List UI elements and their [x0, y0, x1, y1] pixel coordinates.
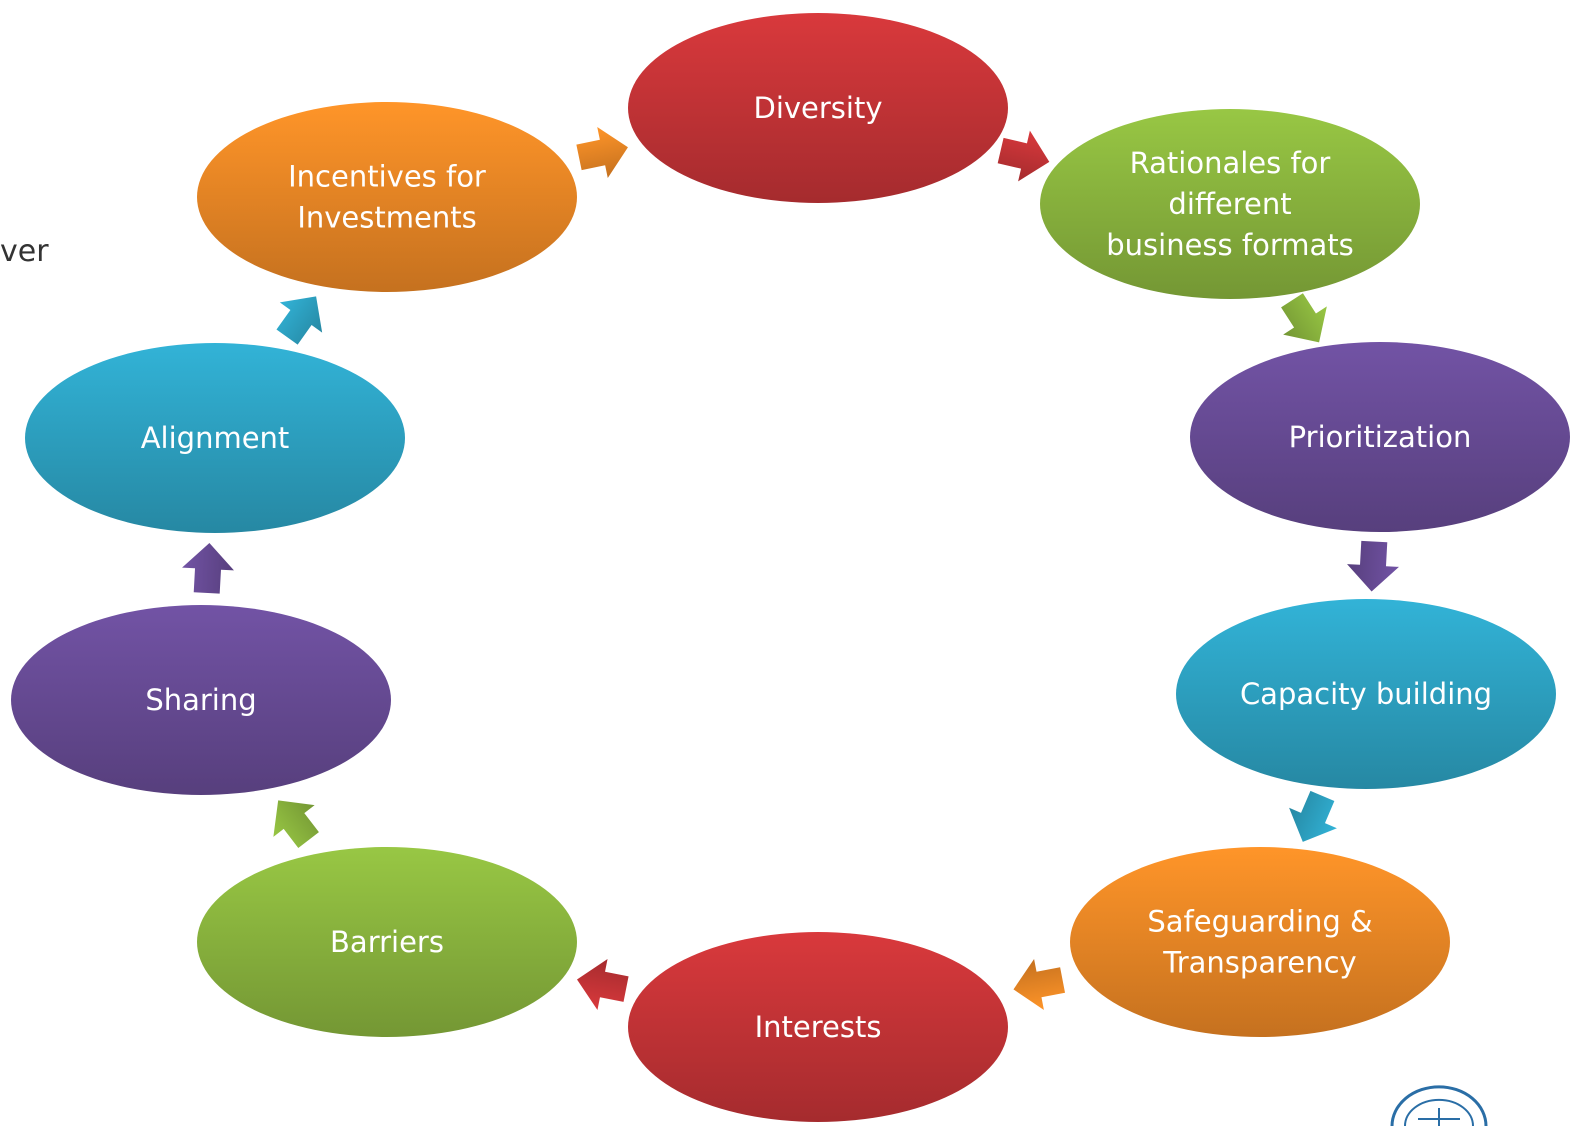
arrow-diversity-to-rationales	[997, 130, 1050, 182]
node-diversity-label: Diversity	[753, 91, 882, 125]
node-incentives-label: Incentives for	[288, 160, 486, 194]
arrow-capacity-building-to-safeguarding	[1289, 790, 1337, 842]
node-capacity-building-label: Capacity building	[1240, 677, 1492, 711]
node-capacity-building-ellipse	[1176, 599, 1556, 789]
arrow-prioritization-to-capacity-building	[1347, 540, 1399, 592]
node-prioritization-ellipse	[1190, 342, 1570, 532]
node-rationales-label: Rationales for	[1130, 146, 1331, 180]
logo-icon	[1390, 1085, 1488, 1126]
node-sharing-ellipse	[11, 605, 391, 795]
node-rationales-label: different	[1168, 187, 1291, 221]
node-interests-label: Interests	[755, 1010, 882, 1044]
arrow-incentives-to-diversity	[576, 127, 628, 178]
node-prioritization: Prioritization	[1190, 342, 1570, 532]
side-text-fragment: ver	[0, 234, 49, 269]
node-safeguarding-label: Safeguarding &	[1147, 905, 1372, 939]
node-capacity-building: Capacity building	[1176, 599, 1556, 789]
arrow-alignment-to-incentives	[276, 296, 323, 345]
node-sharing: Sharing	[11, 605, 391, 795]
node-barriers: Barriers	[197, 847, 577, 1037]
node-barriers-label: Barriers	[330, 925, 444, 959]
node-alignment-ellipse	[25, 343, 405, 533]
node-barriers-ellipse	[197, 847, 577, 1037]
node-prioritization-label: Prioritization	[1289, 420, 1472, 454]
node-alignment-label: Alignment	[141, 421, 290, 455]
node-alignment: Alignment	[25, 343, 405, 533]
arrow-interests-to-barriers	[576, 958, 629, 1011]
node-safeguarding-ellipse	[1070, 847, 1450, 1037]
arrows-layer	[182, 127, 1399, 1011]
node-interests: Interests	[628, 932, 1008, 1122]
arrow-rationales-to-prioritization	[1281, 293, 1327, 343]
node-sharing-label: Sharing	[145, 683, 256, 717]
node-safeguarding: Safeguarding & Transparency	[1070, 847, 1450, 1037]
node-diversity: Diversity	[628, 13, 1008, 203]
node-interests-ellipse	[628, 932, 1008, 1122]
node-rationales: Rationales for different business formats	[1040, 109, 1420, 299]
arrow-safeguarding-to-interests	[1013, 958, 1066, 1011]
node-incentives-label: Investments	[297, 201, 476, 235]
node-diversity-ellipse	[628, 13, 1008, 203]
arrow-sharing-to-alignment	[182, 543, 234, 594]
arrow-barriers-to-sharing	[273, 800, 319, 848]
node-rationales-ellipse	[1040, 109, 1420, 299]
node-safeguarding-label: Transparency	[1162, 946, 1356, 980]
node-incentives-ellipse	[197, 102, 577, 292]
node-rationales-label: business formats	[1106, 228, 1353, 262]
